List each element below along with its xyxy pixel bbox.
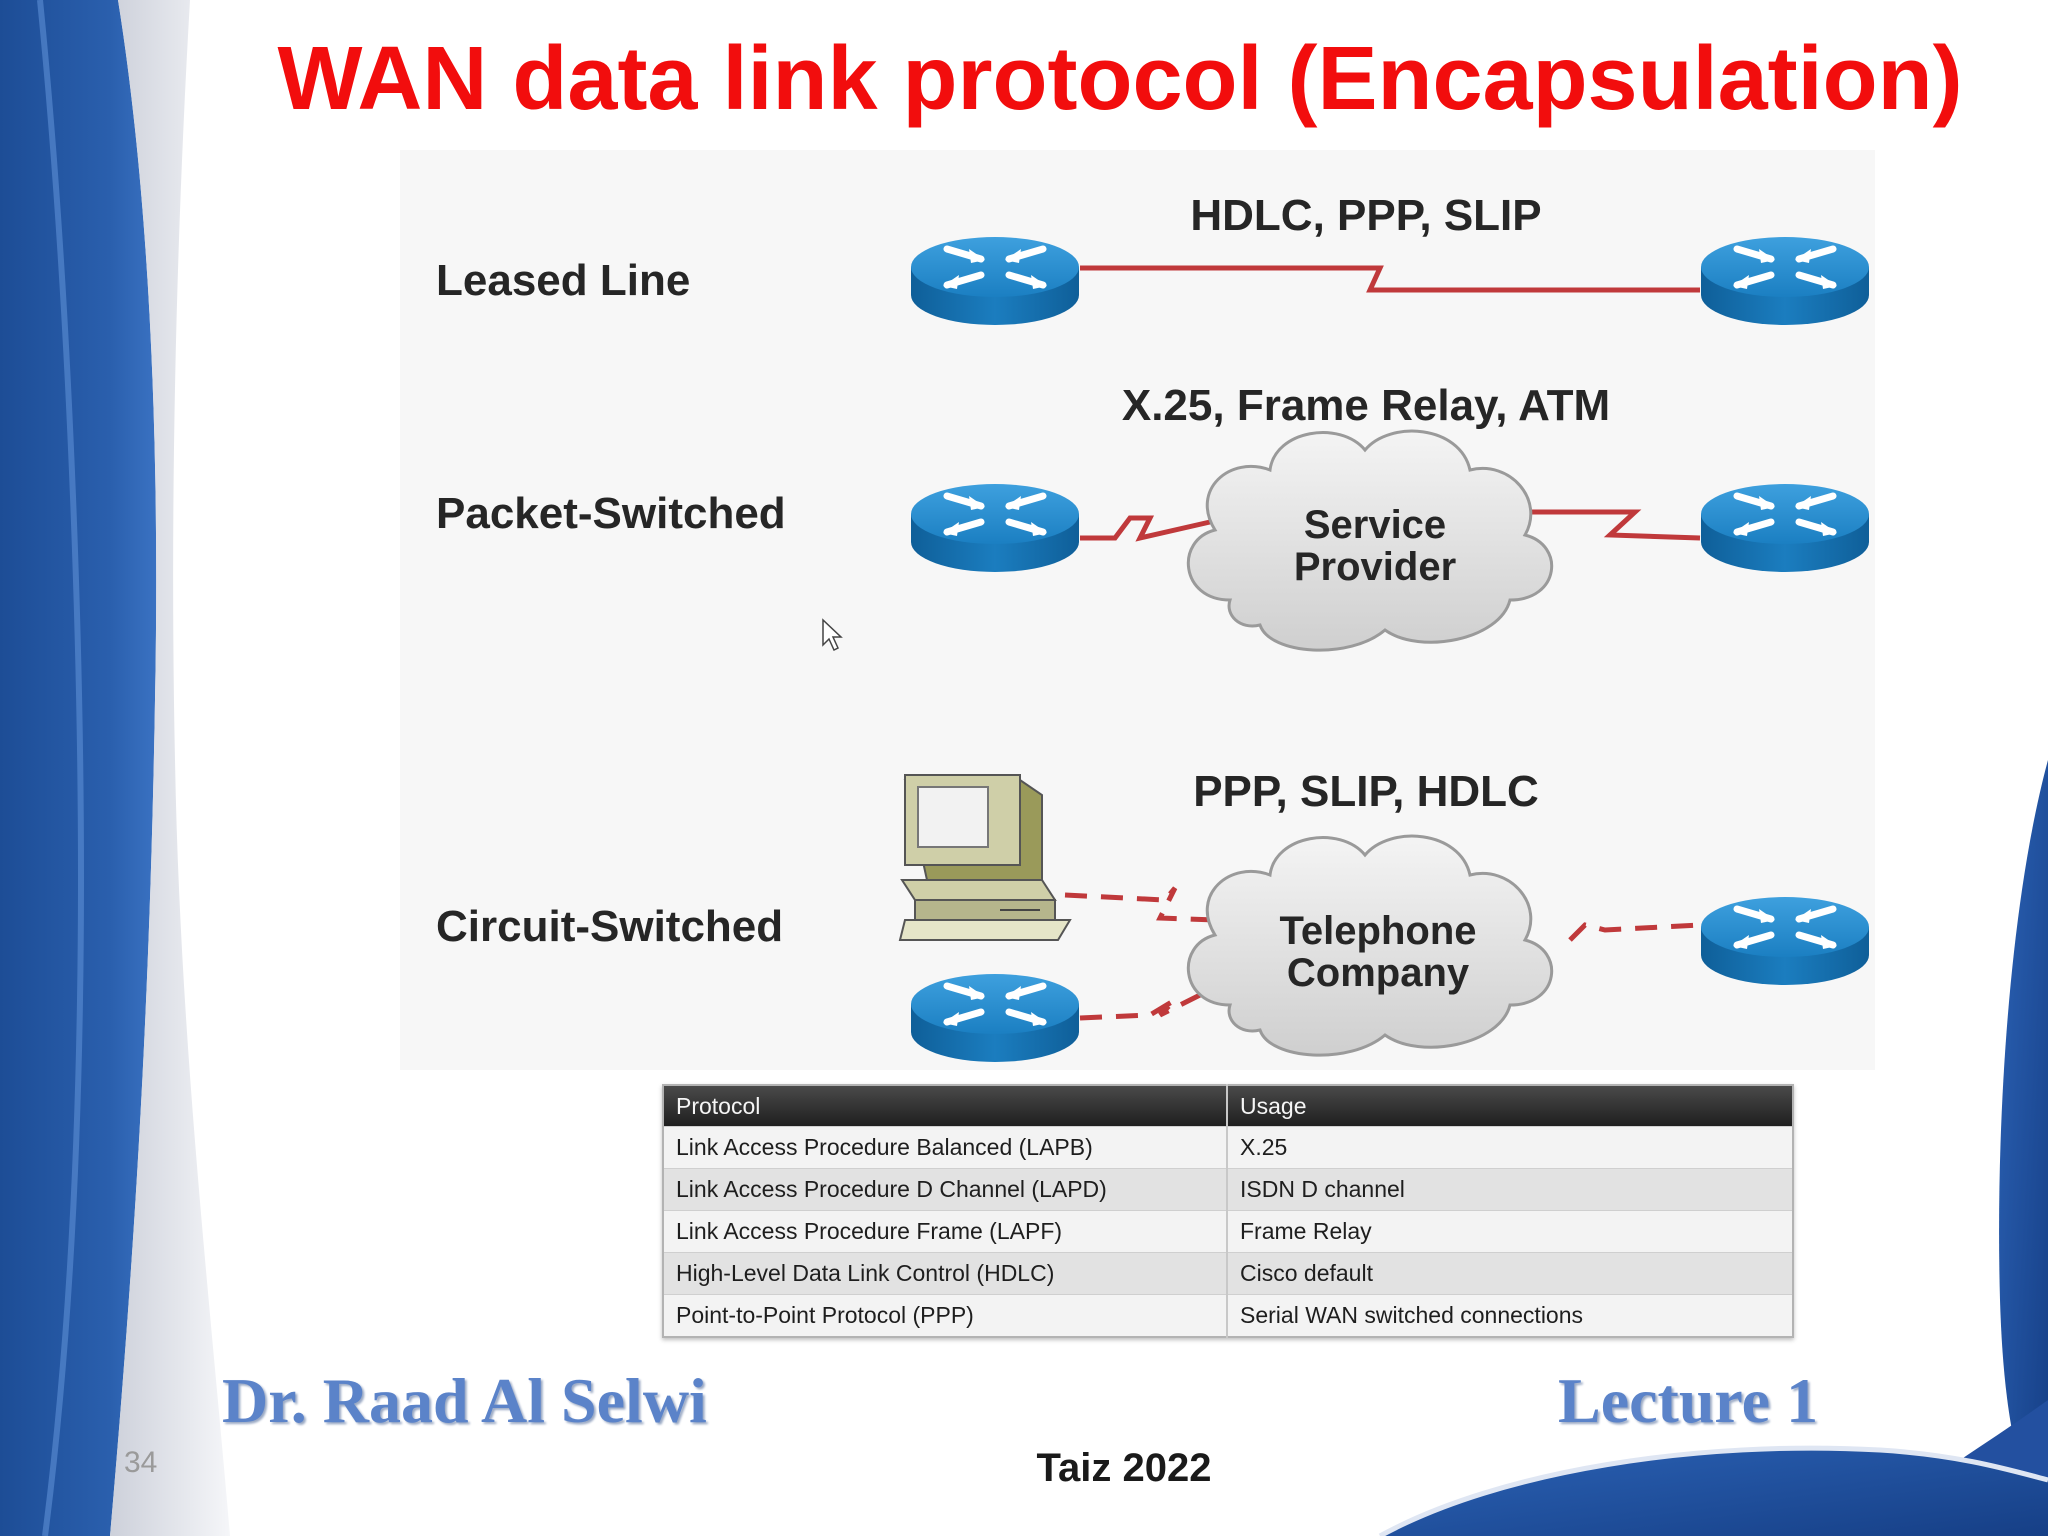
row-label-leased-line: Leased Line xyxy=(436,256,690,305)
table-cell-usage: Frame Relay xyxy=(1227,1210,1793,1253)
table-row: Link Access Procedure Frame (LAPF) Frame… xyxy=(663,1210,1793,1253)
cloud-label-telephone: Telephone xyxy=(1279,909,1476,953)
protocols-leased-line: HDLC, PPP, SLIP xyxy=(1190,191,1541,240)
dialup-link-router xyxy=(1079,987,1212,1021)
dialup-link-right xyxy=(1568,922,1701,942)
cloud-label-service: Service xyxy=(1304,503,1446,547)
table-row: Point-to-Point Protocol (PPP) Serial WAN… xyxy=(663,1294,1793,1337)
computer-icon xyxy=(898,774,1072,941)
column-header-usage: Usage xyxy=(1227,1085,1793,1127)
footer-lecture: Lecture 1 xyxy=(1558,1365,1819,1436)
table-header-row: Protocol Usage xyxy=(663,1085,1793,1127)
router-icon xyxy=(1701,237,1869,325)
table-row: High-Level Data Link Control (HDLC) Cisc… xyxy=(663,1252,1793,1295)
serial-link-ps-right xyxy=(1515,509,1701,541)
table-row: Link Access Procedure D Channel (LAPD) I… xyxy=(663,1168,1793,1211)
table-cell-protocol: High-Level Data Link Control (HDLC) xyxy=(663,1252,1228,1295)
footer-place: Taiz 2022 xyxy=(1036,1446,1212,1490)
table-cell-usage: X.25 xyxy=(1227,1126,1793,1169)
slide-title: WAN data link protocol (Encapsulation) xyxy=(277,29,1963,129)
table-cell-protocol: Link Access Procedure Frame (LAPF) xyxy=(663,1210,1228,1253)
router-icon xyxy=(1701,484,1869,572)
protocol-usage-table: Protocol Usage Link Access Procedure Bal… xyxy=(662,1084,1794,1338)
serial-link-leased xyxy=(1080,265,1700,293)
cloud-label-provider: Provider xyxy=(1294,545,1456,589)
table-cell-protocol: Link Access Procedure Balanced (LAPB) xyxy=(663,1126,1228,1169)
mouse-cursor-icon xyxy=(822,618,843,652)
cloud-icon xyxy=(1186,834,1554,1057)
footer-author: Dr. Raad Al Selwi xyxy=(222,1365,707,1436)
column-header-protocol: Protocol xyxy=(663,1085,1228,1127)
table-cell-usage: Cisco default xyxy=(1227,1252,1793,1295)
router-icon xyxy=(911,974,1079,1062)
table-cell-usage: Serial WAN switched connections xyxy=(1227,1294,1793,1337)
table-cell-usage: ISDN D channel xyxy=(1227,1168,1793,1211)
diagram-backdrop xyxy=(400,150,1875,1070)
dialup-link-pc xyxy=(1064,886,1216,923)
table-row: Link Access Procedure Balanced (LAPB) X.… xyxy=(663,1126,1793,1169)
router-icon xyxy=(911,484,1079,572)
router-icon xyxy=(911,237,1079,325)
protocols-packet-switched: X.25, Frame Relay, ATM xyxy=(1122,381,1610,430)
row-label-packet-switched: Packet-Switched xyxy=(436,489,786,538)
router-icon xyxy=(1701,897,1869,985)
slide-number: 34 xyxy=(124,1446,158,1479)
row-label-circuit-switched: Circuit-Switched xyxy=(436,902,783,951)
table-cell-protocol: Point-to-Point Protocol (PPP) xyxy=(663,1294,1228,1337)
serial-link-ps-left xyxy=(1080,515,1211,542)
cloud-label-company: Company xyxy=(1287,951,1470,995)
cloud-icon xyxy=(1186,429,1554,652)
table-cell-protocol: Link Access Procedure D Channel (LAPD) xyxy=(663,1168,1228,1211)
protocols-circuit-switched: PPP, SLIP, HDLC xyxy=(1193,767,1539,816)
